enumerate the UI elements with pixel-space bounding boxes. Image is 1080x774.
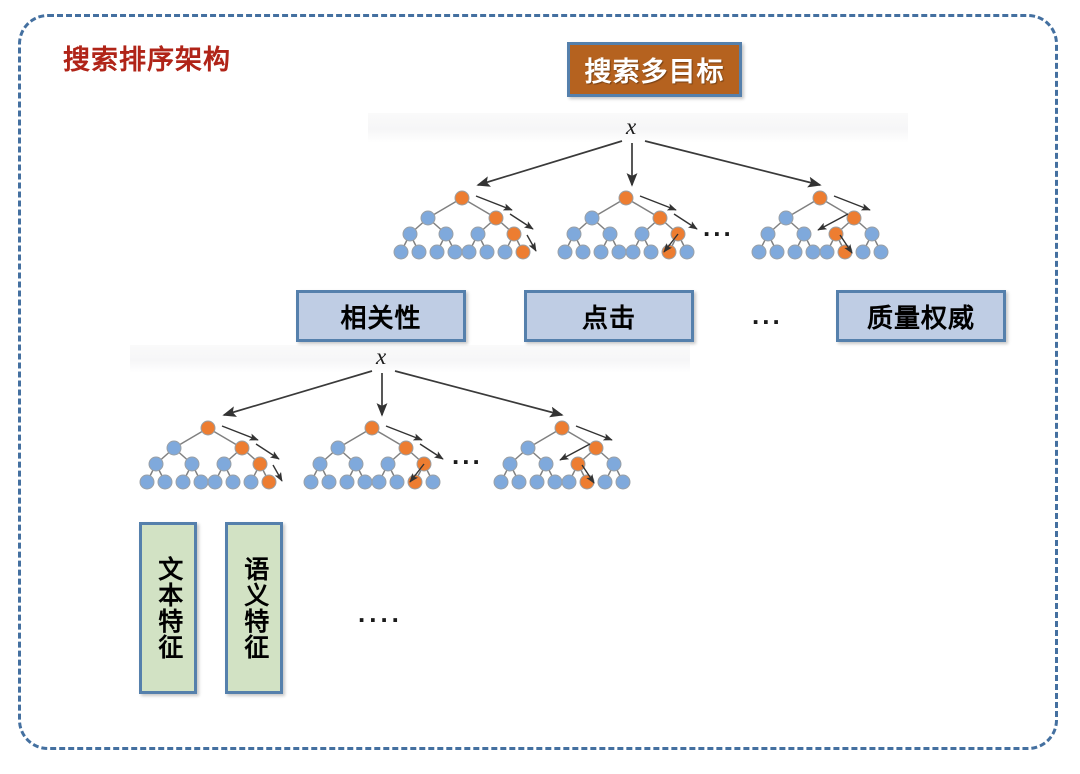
objective-box-quality-authority[interactable]: 质量权威 — [836, 290, 1006, 342]
feature-box-semantic-feature[interactable]: 语义特征 — [225, 522, 283, 694]
dashed-border-frame — [18, 14, 1058, 750]
ellipsis-objective-box-row: ... — [752, 300, 783, 330]
page-title: 搜索排序架构 — [63, 45, 231, 75]
objective-box-click[interactable]: 点击 — [524, 290, 694, 342]
tree-row-backdrop-top — [368, 113, 908, 143]
ellipsis-feature-row: .... — [358, 598, 403, 628]
tree-row-backdrop-bottom — [130, 345, 690, 373]
objective-box-relevance[interactable]: 相关性 — [296, 290, 466, 342]
feature-box-text-feature[interactable]: 文本特征 — [139, 522, 197, 694]
ellipsis-tree-row-bottom: ... — [452, 440, 483, 470]
ellipsis-tree-row-top: ... — [703, 212, 734, 242]
objective-box-search-multi-goal[interactable]: 搜索多目标 — [567, 42, 742, 97]
